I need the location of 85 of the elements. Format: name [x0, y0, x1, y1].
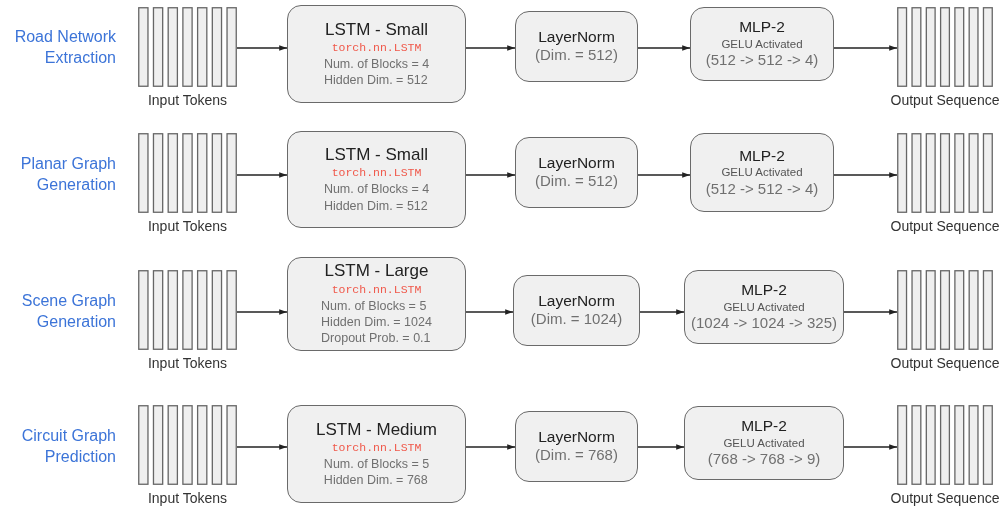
block-title: MLP-2: [741, 281, 787, 300]
block-title: MLP-2: [739, 18, 785, 37]
block-title: MLP-2: [741, 417, 787, 436]
arrow: [843, 309, 898, 315]
arrow: [465, 45, 516, 51]
process-box: [515, 411, 638, 482]
arrow: [465, 444, 516, 450]
arrow: [639, 309, 685, 315]
dimension-text: (Dim. = 1024): [530, 310, 623, 330]
arrow: [843, 444, 898, 450]
parameter-text: Num. of Blocks = 5: [321, 297, 427, 315]
row-label: Planar Graph Generation: [19, 154, 116, 195]
parameter-text: Num. of Blocks = 5: [323, 455, 430, 473]
process-box: [287, 131, 466, 228]
dimension-text: (1024 -> 1024 -> 325): [691, 314, 837, 333]
code-text: torch.nn.LSTM: [331, 440, 422, 454]
parameter-text: Hidden Dim. = 768: [323, 472, 428, 489]
dimension-text: (512 -> 512 -> 4): [705, 179, 819, 199]
token-stack: [138, 7, 237, 87]
token-stack: [138, 405, 237, 485]
block-title: LSTM - Medium: [316, 419, 437, 440]
parameter-text: Hidden Dim. = 512: [323, 197, 428, 214]
node-label: Output Sequence: [890, 92, 1000, 108]
dimension-text: (Dim. = 512): [535, 46, 618, 66]
node-label: Output Sequence: [890, 355, 1000, 371]
activation-text: GELU Activated: [721, 36, 803, 52]
activation-text: GELU Activated: [723, 435, 805, 451]
parameter-text: Dropout Prob. = 0.1: [321, 330, 431, 347]
activation-text: GELU Activated: [721, 165, 803, 180]
code-text: torch.nn.LSTM: [331, 282, 422, 296]
dimension-text: (768 -> 768 -> 9): [707, 450, 821, 469]
arrow: [637, 45, 691, 51]
token-stack: [138, 133, 237, 213]
process-box: [690, 7, 834, 81]
arrow: [465, 172, 516, 178]
node-label: Input Tokens: [147, 355, 228, 371]
row-label: Road Network Extraction: [13, 27, 116, 68]
parameter-text: Num. of Blocks = 4: [323, 55, 430, 73]
token-stack: [138, 270, 237, 350]
arrow: [465, 309, 514, 315]
node-label: Input Tokens: [147, 218, 228, 234]
block-title: LSTM - Small: [325, 19, 428, 40]
node-label: Input Tokens: [147, 490, 228, 506]
process-box: [287, 405, 466, 503]
arrow: [637, 444, 685, 450]
block-title: LSTM - Small: [325, 145, 428, 166]
token-stack: [897, 270, 993, 350]
code-text: torch.nn.LSTM: [331, 40, 422, 54]
arrow: [236, 45, 288, 51]
token-stack: [897, 133, 993, 213]
block-title: MLP-2: [739, 146, 785, 166]
token-stack: [897, 7, 993, 87]
process-box: [287, 5, 466, 103]
node-label: Input Tokens: [147, 92, 228, 108]
row-label: Scene Graph Generation: [20, 291, 116, 332]
arrow: [833, 45, 898, 51]
code-text: torch.nn.LSTM: [331, 166, 422, 180]
parameter-text: Hidden Dim. = 512: [323, 72, 428, 89]
arrow: [833, 172, 898, 178]
block-title: LayerNorm: [538, 27, 615, 47]
activation-text: GELU Activated: [723, 299, 805, 315]
dimension-text: (512 -> 512 -> 4): [705, 51, 819, 70]
arrow: [236, 172, 288, 178]
arrow: [236, 309, 288, 315]
process-box: [684, 406, 844, 480]
dimension-text: (Dim. = 768): [535, 446, 618, 466]
block-title: LayerNorm: [538, 153, 615, 173]
token-stack: [897, 405, 993, 485]
arrow: [637, 172, 691, 178]
node-label: Output Sequence: [890, 490, 1000, 506]
process-box: [515, 11, 638, 82]
block-title: LSTM - Large: [324, 261, 429, 282]
node-label: Output Sequence: [890, 218, 1000, 234]
block-title: LayerNorm: [538, 291, 615, 311]
dimension-text: (Dim. = 512): [535, 172, 618, 192]
process-box: [287, 257, 466, 351]
parameter-text: Hidden Dim. = 1024: [321, 314, 432, 331]
process-box: [690, 133, 834, 212]
block-title: LayerNorm: [538, 427, 615, 447]
process-box: [513, 275, 640, 346]
row-label: Circuit Graph Prediction: [20, 426, 116, 467]
process-box: [684, 270, 844, 344]
process-box: [515, 137, 638, 208]
parameter-text: Num. of Blocks = 4: [323, 181, 430, 198]
arrow: [236, 444, 288, 450]
